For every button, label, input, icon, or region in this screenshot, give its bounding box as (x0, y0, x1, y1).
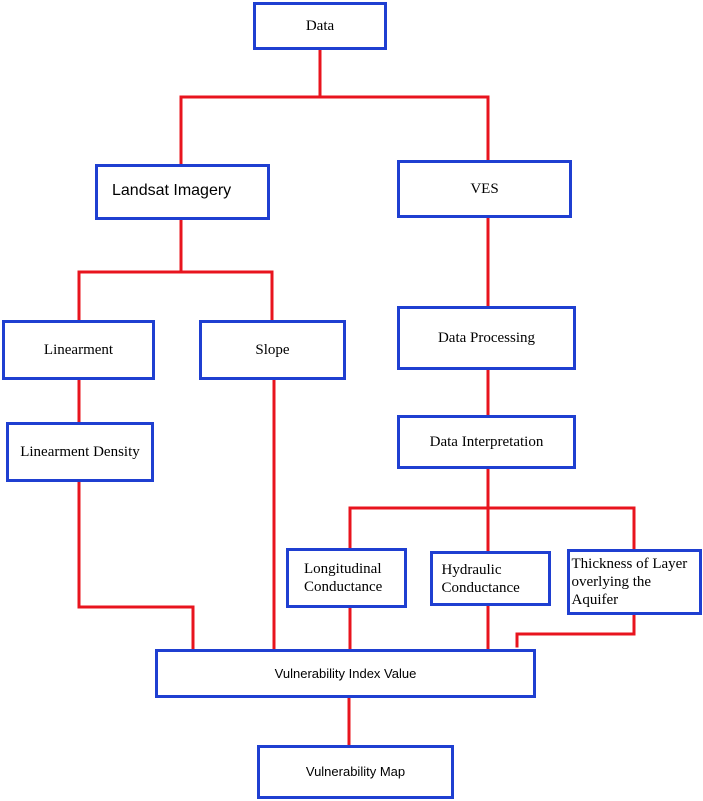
node-ves: VES (397, 160, 572, 218)
node-data-processing-label: Data Processing (437, 330, 536, 346)
node-ves-label: VES (470, 181, 499, 197)
node-vulnerability-map-label: Vulnerability Map (305, 764, 406, 780)
node-linearment-density-label: Linearment Density (20, 444, 140, 460)
node-data-interpretation: Data Interpretation (397, 415, 576, 469)
node-landsat-imagery: Landsat Imagery (95, 164, 270, 220)
node-thickness-of-layer-label: Thickness of Layer overlying the Aquifer (571, 556, 688, 608)
node-longitudinal-conductance-label: Longitudinal Conductance (304, 561, 383, 595)
node-vulnerability-map: Vulnerability Map (257, 745, 454, 799)
node-vulnerability-index-value: Vulnerability Index Value (155, 649, 536, 698)
node-vulnerability-index-value-label: Vulnerability Index Value (274, 665, 417, 681)
node-hydraulic-conductance-label: Hydraulic Conductance (441, 561, 520, 596)
node-thickness-of-layer: Thickness of Layer overlying the Aquifer (567, 549, 702, 615)
node-landsat-imagery-label: Landsat Imagery (112, 182, 232, 199)
node-slope-label: Slope (255, 342, 290, 358)
node-linearment-density: Linearment Density (6, 422, 154, 482)
node-linearment-label: Linearment (43, 342, 114, 358)
node-slope: Slope (199, 320, 346, 380)
node-hydraulic-conductance: Hydraulic Conductance (430, 551, 551, 606)
node-data-label: Data (305, 18, 335, 34)
node-longitudinal-conductance: Longitudinal Conductance (286, 548, 407, 608)
node-data: Data (253, 2, 387, 50)
connector-thickness-to-index (515, 612, 636, 648)
node-data-processing: Data Processing (397, 306, 576, 370)
connector-density-to-index (77, 479, 195, 652)
node-data-interpretation-label: Data Interpretation (429, 434, 544, 450)
node-linearment: Linearment (2, 320, 155, 380)
